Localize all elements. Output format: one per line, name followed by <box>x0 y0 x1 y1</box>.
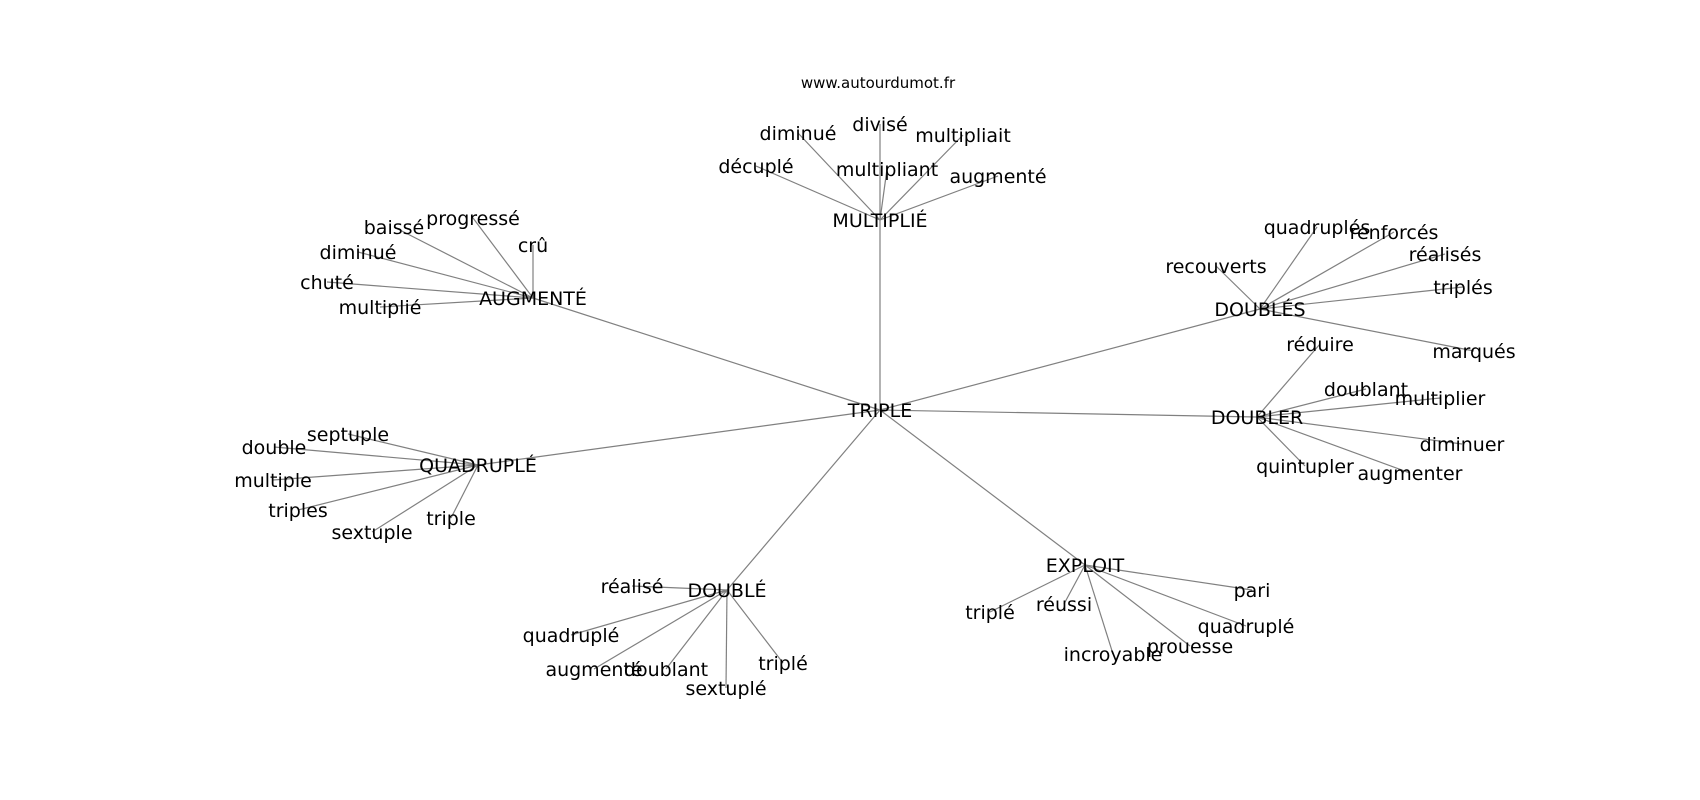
hub-leaf-edge <box>371 464 479 533</box>
center-hub-edge <box>879 308 1261 411</box>
leaf-word-node[interactable]: septuple <box>307 424 389 446</box>
leaf-word-node[interactable]: triplé <box>758 653 808 675</box>
hub-leaf-edge <box>879 168 888 221</box>
leaf-word-node[interactable]: réalisé <box>601 576 664 598</box>
hub-leaf-edge <box>1084 564 1191 647</box>
leaf-word-node[interactable]: quintupler <box>1256 456 1354 478</box>
leaf-word-node[interactable]: sextuplé <box>685 678 766 700</box>
hub-leaf-edge <box>1084 564 1247 627</box>
leaf-word-node[interactable]: diminué <box>760 123 837 145</box>
hub-word-node[interactable]: AUGMENTÉ <box>479 287 587 310</box>
hub-leaf-edge <box>450 464 479 519</box>
leaf-word-node[interactable]: multipliait <box>915 125 1011 147</box>
leaf-word-node[interactable]: diminué <box>320 242 397 264</box>
leaf-word-node[interactable]: triplé <box>965 602 1015 624</box>
center-hub-edge <box>879 409 1258 418</box>
hub-leaf-edge <box>631 585 728 591</box>
leaf-word-node[interactable]: chuté <box>300 272 354 294</box>
leaf-word-node[interactable]: baissé <box>364 217 424 239</box>
leaf-word-node[interactable]: multipliant <box>836 159 938 181</box>
hub-leaf-edge <box>1256 397 1441 418</box>
hub-word-node[interactable]: DOUBLÉS <box>1214 298 1305 321</box>
hub-leaf-edge <box>1063 564 1086 605</box>
leaf-word-node[interactable]: double <box>242 437 307 459</box>
hub-leaf-edge <box>1259 308 1475 352</box>
leaf-word-node[interactable]: quadruplé <box>1198 616 1295 638</box>
hub-word-node[interactable]: EXPLOIT <box>1046 555 1125 577</box>
leaf-word-node[interactable]: multiple <box>234 470 312 492</box>
leaf-word-node[interactable]: diminuer <box>1420 434 1505 456</box>
hub-leaf-edge <box>1259 231 1395 310</box>
leaf-word-node[interactable]: quadruplés <box>1264 217 1371 239</box>
hub-leaf-edge <box>726 589 784 664</box>
hub-leaf-edge <box>1256 388 1367 418</box>
leaf-word-node[interactable]: sextuple <box>331 522 412 544</box>
hub-leaf-edge <box>357 251 534 299</box>
leaf-word-node[interactable]: augmenté <box>949 166 1046 188</box>
hub-leaf-edge <box>1084 564 1253 591</box>
leaf-word-node[interactable]: marqués <box>1432 341 1515 363</box>
center-hub-edge <box>532 297 881 411</box>
hub-leaf-edge <box>879 175 999 221</box>
leaf-word-node[interactable]: renforcés <box>1350 222 1439 244</box>
hub-leaf-edge <box>297 464 479 511</box>
leaf-word-node[interactable]: progressé <box>426 208 520 230</box>
hub-leaf-edge <box>379 297 534 308</box>
hub-leaf-edge <box>989 564 1086 613</box>
leaf-word-node[interactable]: crû <box>518 235 548 257</box>
leaf-word-node[interactable]: prouesse <box>1147 636 1233 658</box>
hub-word-node[interactable]: DOUBLÉ <box>687 579 766 602</box>
leaf-word-node[interactable]: incroyable <box>1064 644 1163 666</box>
hub-leaf-edge <box>472 217 534 299</box>
hub-leaf-edge <box>347 433 479 466</box>
hub-leaf-edge <box>393 226 534 299</box>
hub-leaf-edge <box>1256 416 1463 445</box>
leaf-word-node[interactable]: réalisés <box>1409 244 1482 266</box>
hub-word-node[interactable]: MULTIPLIÉ <box>832 209 927 232</box>
leaf-word-node[interactable]: réussi <box>1036 594 1092 616</box>
hub-leaf-edge <box>1215 265 1261 310</box>
leaf-word-node[interactable]: multiplier <box>1395 388 1486 410</box>
hub-leaf-edge <box>1259 253 1446 310</box>
leaf-word-node[interactable]: augmenté <box>545 659 642 681</box>
hub-leaf-edge <box>797 132 881 221</box>
hub-leaf-edge <box>273 446 479 466</box>
hub-leaf-edge <box>1259 226 1318 310</box>
leaf-word-node[interactable]: augmenter <box>1358 463 1463 485</box>
leaf-word-node[interactable]: doublant <box>624 659 708 681</box>
hub-word-node[interactable]: QUADRUPLÉ <box>419 454 537 477</box>
hub-leaf-edge <box>570 589 728 636</box>
hub-leaf-edge <box>755 165 881 221</box>
center-hub-edge <box>726 409 881 591</box>
hub-leaf-edge <box>1256 416 1306 467</box>
leaf-word-node[interactable]: triplés <box>1433 277 1492 299</box>
leaf-word-node[interactable]: divisé <box>852 114 907 136</box>
hub-leaf-edge <box>725 589 728 689</box>
leaf-word-node[interactable]: décuplé <box>718 156 793 178</box>
hub-leaf-edge <box>1256 343 1321 418</box>
hub-leaf-edge <box>879 134 964 221</box>
hub-leaf-edge <box>665 589 728 670</box>
leaf-word-node[interactable]: triple <box>426 508 476 530</box>
center-word-node[interactable]: TRIPLE <box>847 400 912 422</box>
center-hub-edge <box>477 409 881 466</box>
leaf-word-node[interactable]: quadruplé <box>523 625 620 647</box>
leaf-word-node[interactable]: réduire <box>1286 334 1354 356</box>
hub-leaf-edge <box>593 589 728 670</box>
hub-word-node[interactable]: DOUBLER <box>1211 407 1303 429</box>
hub-leaf-edge <box>1084 564 1114 655</box>
leaf-word-node[interactable]: multiplié <box>339 297 422 319</box>
site-label: www.autourdumot.fr <box>801 74 956 92</box>
hub-leaf-edge <box>272 464 479 481</box>
leaf-word-node[interactable]: recouverts <box>1165 256 1266 278</box>
hub-leaf-edge <box>1256 416 1411 474</box>
leaf-word-node[interactable]: doublant <box>1324 379 1408 401</box>
leaf-word-node[interactable]: pari <box>1234 580 1271 602</box>
center-hub-edge <box>879 409 1086 566</box>
hub-leaf-edge <box>1259 286 1464 310</box>
leaf-word-node[interactable]: triples <box>268 500 327 522</box>
hub-leaf-edge <box>326 281 534 299</box>
